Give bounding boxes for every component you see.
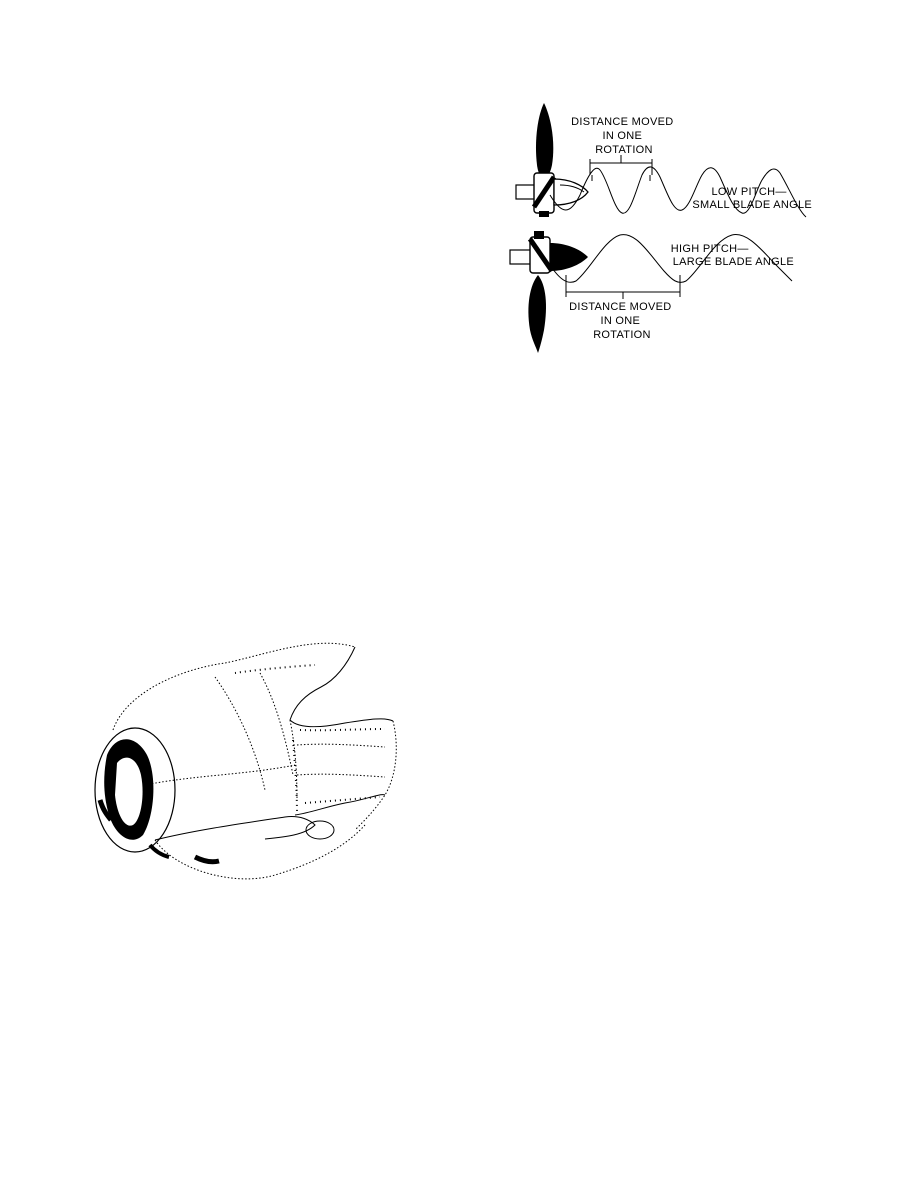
high-pitch-wave [549,234,793,283]
top-distance-label: DISTANCE MOVED IN ONE ROTATION [571,116,677,156]
propeller-pitch-diagram: DISTANCE MOVED IN ONE ROTATION LOW PITCH… [509,103,812,353]
bottom-distance-label: DISTANCE MOVED IN ONE ROTATION [569,301,675,341]
upper-propeller-hub [515,172,589,217]
low-pitch-wave [549,166,807,218]
low-pitch-label: LOW PITCH— SMALL BLADE ANGLE [692,186,812,211]
lower-propeller-hub [509,231,588,274]
upper-propeller-blade-top [535,103,554,179]
engine-cowling-icon [94,642,397,880]
bottom-distance-dimension [565,275,681,299]
lower-propeller-blade [528,275,546,353]
high-pitch-label: HIGH PITCH— LARGE BLADE ANGLE [671,243,794,268]
top-distance-dimension [589,155,653,181]
